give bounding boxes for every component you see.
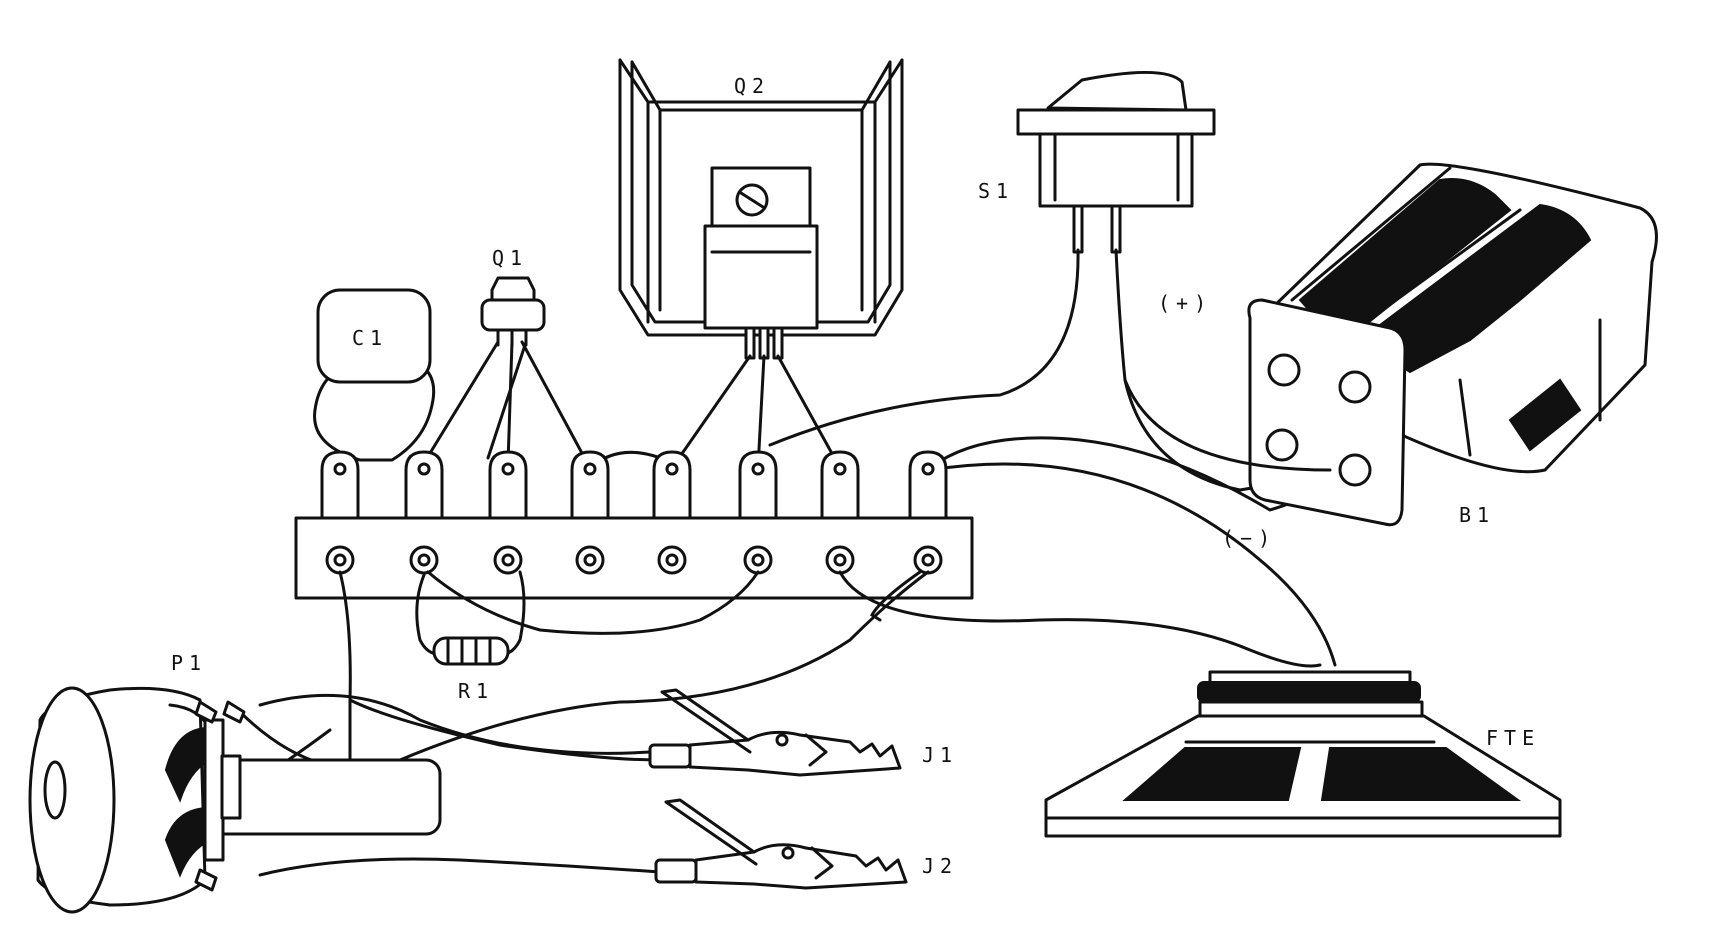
label-plus: (+) xyxy=(1158,291,1212,315)
alligator-clip-icon xyxy=(654,798,908,890)
tab-holes xyxy=(333,462,935,476)
label-s1: S1 xyxy=(978,179,1014,203)
label-r1: R1 xyxy=(458,679,494,703)
label-minus: (−) xyxy=(1222,526,1276,550)
power-transistor-icon xyxy=(703,166,819,360)
alligator-clip-icon xyxy=(648,688,902,777)
transistor-icon xyxy=(480,276,546,347)
resistor-icon xyxy=(432,636,510,666)
capacitor-icon xyxy=(313,288,436,462)
label-j2: J2 xyxy=(922,854,958,878)
label-q1: Q1 xyxy=(492,246,528,270)
terminal-tabs xyxy=(320,450,948,518)
rocker-switch-icon xyxy=(1016,70,1216,254)
terminal-strip-bar xyxy=(294,516,974,600)
battery-leads xyxy=(1123,378,1332,472)
speaker-icon xyxy=(1044,670,1562,838)
label-b1: B1 xyxy=(1459,503,1495,527)
potentiometer-icon xyxy=(28,686,442,914)
label-q2: Q2 xyxy=(734,74,770,98)
terminal-strip xyxy=(294,450,974,600)
label-p1: P1 xyxy=(171,651,207,675)
label-c1: C1 xyxy=(352,326,388,350)
label-fte: FTE xyxy=(1486,726,1540,750)
label-j1: J1 xyxy=(922,743,958,767)
